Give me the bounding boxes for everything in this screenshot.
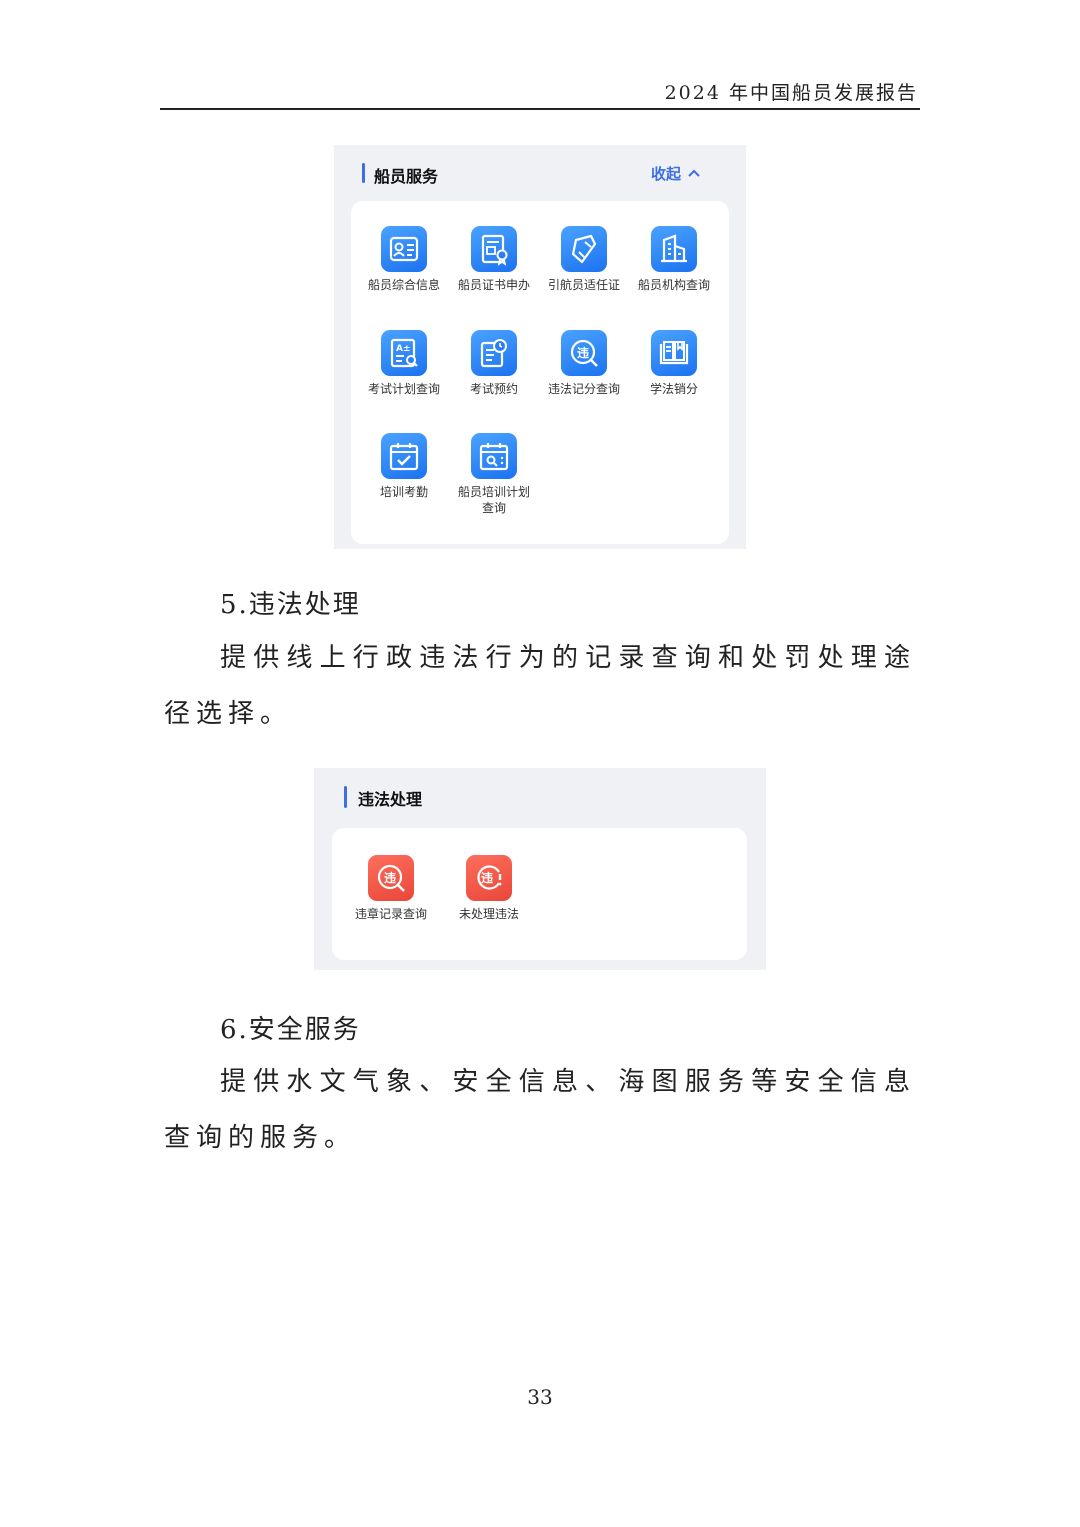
- collapse-button[interactable]: 收起: [651, 163, 701, 184]
- violation-search-icon: 违: [368, 855, 414, 901]
- svg-text:违: 违: [577, 345, 589, 360]
- building-icon: [651, 226, 697, 272]
- service-training-attendance[interactable]: 培训考勤: [359, 433, 449, 500]
- service-label: 船员综合信息: [367, 278, 440, 292]
- crew-services-card: 船员综合信息 船员证书申办 引航员适任证 船员机构查询 A± 考试计划查询: [351, 201, 729, 544]
- report-title: 2024 年中国船员发展报告: [664, 82, 918, 104]
- page-header: 2024 年中国船员发展报告: [160, 74, 920, 110]
- svg-text:A±: A±: [396, 344, 411, 354]
- collapse-label: 收起: [651, 165, 682, 183]
- section-5-text: 提供线上行政违法行为的记录查询和处罚处理途径选择。: [164, 643, 916, 729]
- title-accent-bar: [344, 786, 347, 808]
- service-label: 培训考勤: [379, 485, 428, 499]
- service-label: 船员培训计划 查询: [457, 485, 530, 515]
- section-5-heading: 5.违法处理: [220, 590, 361, 620]
- violation-title: 违法处理: [358, 790, 423, 809]
- certificate-icon: [471, 226, 517, 272]
- service-label: 引航员适任证: [547, 278, 620, 292]
- pilot-badge-icon: [561, 226, 607, 272]
- violation-card: 违 违章记录查询 违 未处理违法: [332, 828, 747, 960]
- service-label: 未处理违法: [458, 907, 519, 921]
- service-label: 考试计划查询: [367, 382, 440, 396]
- service-label: 学法销分: [649, 382, 698, 396]
- service-label: 船员证书申办: [457, 278, 530, 292]
- svg-text:违: 违: [481, 870, 493, 885]
- service-exam-plan[interactable]: A± 考试计划查询: [359, 330, 449, 397]
- calendar-check-icon: [381, 433, 427, 479]
- title-accent-bar: [362, 163, 365, 183]
- service-law-study[interactable]: 学法销分: [629, 330, 719, 397]
- section-6-text: 提供水文气象、安全信息、海图服务等安全信息查询的服务。: [164, 1067, 916, 1153]
- violation-panel: 违法处理 违 违章记录查询 违 未处理违法: [314, 768, 766, 970]
- exam-plan-icon: A±: [381, 330, 427, 376]
- open-book-icon: [651, 330, 697, 376]
- crew-services-panel: 船员服务 收起 船员综合信息 船员证书申办 引航员适任证: [334, 145, 746, 549]
- service-violation-records[interactable]: 违 违章记录查询: [346, 855, 436, 922]
- service-label: 考试预约: [469, 382, 518, 396]
- id-card-icon: [381, 226, 427, 272]
- service-unprocessed-violations[interactable]: 违 未处理违法: [444, 855, 534, 922]
- service-certificate-apply[interactable]: 船员证书申办: [449, 226, 539, 293]
- service-exam-booking[interactable]: 考试预约: [449, 330, 539, 397]
- violation-score-icon: 违: [561, 330, 607, 376]
- service-crew-info[interactable]: 船员综合信息: [359, 226, 449, 293]
- service-pilot-certificate[interactable]: 引航员适任证: [539, 226, 629, 293]
- service-crew-agency[interactable]: 船员机构查询: [629, 226, 719, 293]
- crew-services-title: 船员服务: [374, 167, 439, 186]
- exam-booking-icon: [471, 330, 517, 376]
- service-label: 违章记录查询: [354, 907, 427, 921]
- page-number: 33: [527, 1385, 553, 1409]
- calendar-search-icon: [471, 433, 517, 479]
- chevron-up-icon: [688, 169, 700, 177]
- service-training-plan[interactable]: 船员培训计划 查询: [449, 433, 539, 516]
- service-violation-score[interactable]: 违 违法记分查询: [539, 330, 629, 397]
- svg-text:违: 违: [384, 870, 396, 885]
- service-label: 违法记分查询: [547, 382, 620, 396]
- section-6-heading: 6.安全服务: [220, 1015, 361, 1045]
- service-label: 船员机构查询: [637, 278, 710, 292]
- violation-alert-icon: 违: [466, 855, 512, 901]
